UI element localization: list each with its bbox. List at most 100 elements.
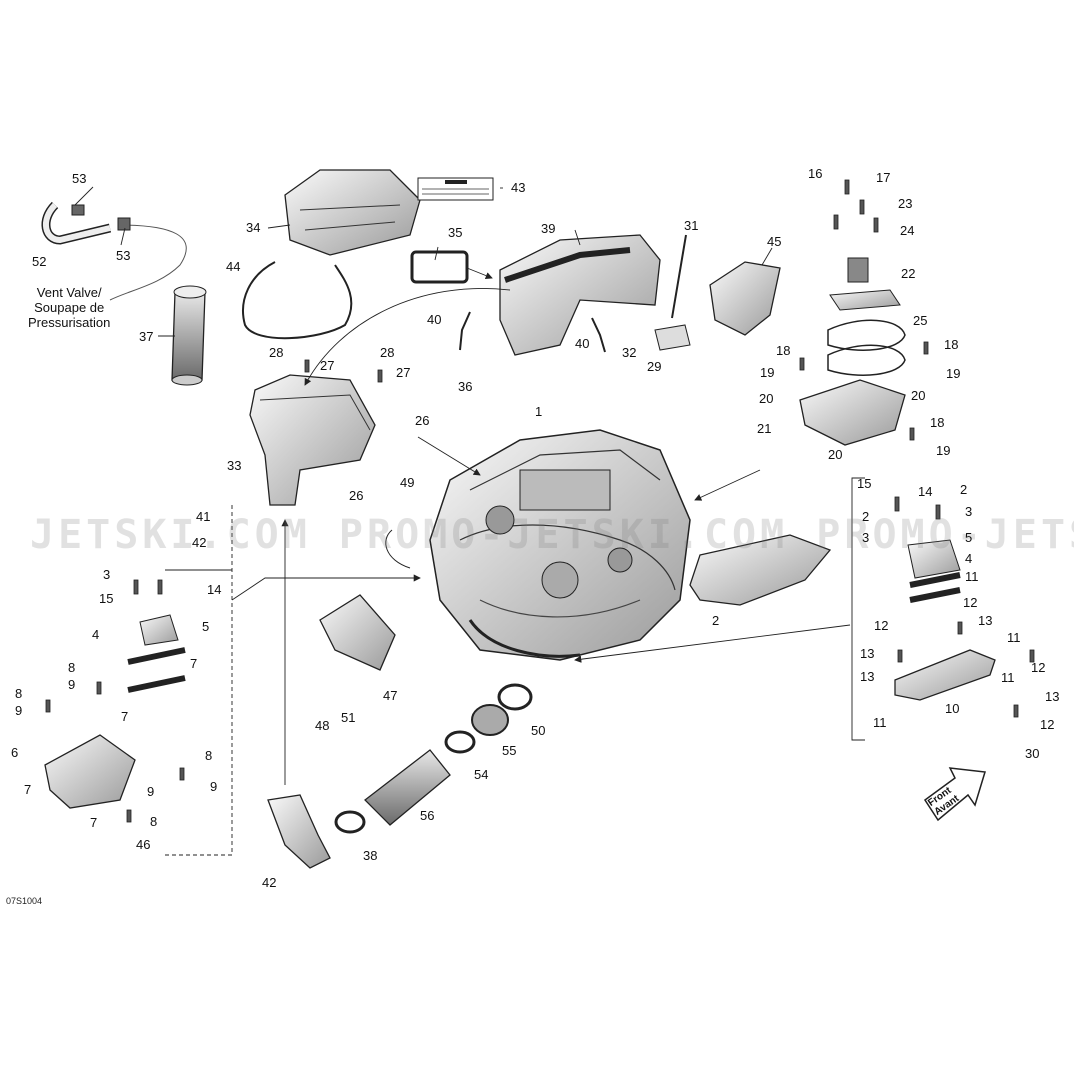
callout: 56 <box>420 808 435 823</box>
sensor-40b <box>591 317 606 353</box>
callout: 50 <box>531 723 546 738</box>
callout: 43 <box>511 180 526 195</box>
vent-hose <box>41 201 187 301</box>
callout: 12 <box>1031 660 1046 675</box>
callout: 20 <box>911 388 926 403</box>
warning-label <box>417 177 494 201</box>
callout: 28 <box>380 345 395 360</box>
callout: 2 <box>862 509 870 524</box>
front-engine-mount-right <box>894 539 996 701</box>
callout: 8 <box>68 660 76 675</box>
callout: 19 <box>936 443 951 458</box>
callout: 48 <box>315 718 330 733</box>
callout: 21 <box>757 421 772 436</box>
callout: 6 <box>11 745 19 760</box>
callout: 20 <box>828 447 843 462</box>
callout: 14 <box>207 582 222 597</box>
callout: 51 <box>341 710 356 725</box>
callout: 5 <box>965 530 973 545</box>
callout: 33 <box>227 458 242 473</box>
vent-valve-line2: Soupape de <box>34 300 105 315</box>
callout: 25 <box>913 313 928 328</box>
callout: 32 <box>622 345 637 360</box>
callout: 8 <box>150 814 158 829</box>
clamp-56 <box>334 810 366 834</box>
callout: 13 <box>1045 689 1060 704</box>
callout: 26 <box>415 413 430 428</box>
callout: 46 <box>136 837 151 852</box>
callout: 35 <box>448 225 463 240</box>
callout: 42 <box>262 875 277 890</box>
vent-valve-line3: Pressurisation <box>28 315 111 330</box>
callout: 4 <box>92 627 100 642</box>
callout: 37 <box>139 329 154 344</box>
callout: 54 <box>474 767 489 782</box>
bracket-45 <box>709 261 781 336</box>
callout: 29 <box>647 359 662 374</box>
callout: 19 <box>760 365 775 380</box>
figure-code: 07S1004 <box>6 896 43 906</box>
callout: 11 <box>873 715 887 730</box>
callout: 18 <box>776 343 791 358</box>
callout: 13 <box>978 613 993 628</box>
callout: 13 <box>860 669 875 684</box>
callout: 49 <box>400 475 415 490</box>
callout: 2 <box>712 613 720 628</box>
callout: 13 <box>860 646 875 661</box>
bracket-46 <box>319 594 396 671</box>
callout: 22 <box>901 266 916 281</box>
fasteners <box>45 179 1035 823</box>
callout: 42 <box>192 535 207 550</box>
callout: 27 <box>396 365 411 380</box>
vent-valve-note: Vent Valve/ Soupape de Pressurisation <box>28 285 110 330</box>
exhaust-elbow-38 <box>267 794 331 869</box>
callout: 12 <box>874 618 889 633</box>
callout: 9 <box>68 677 76 692</box>
sensor-40a <box>459 311 471 351</box>
callout: 17 <box>876 170 891 185</box>
muffler-cover <box>499 234 661 356</box>
callout: 12 <box>963 595 978 610</box>
callout: 30 <box>1025 746 1040 761</box>
callout: 8 <box>205 748 213 763</box>
callout: 18 <box>944 337 959 352</box>
callout: 18 <box>930 415 945 430</box>
engine-block <box>429 429 691 661</box>
callout: 47 <box>383 688 398 703</box>
callout: 53 <box>72 171 87 186</box>
callout: 39 <box>541 221 556 236</box>
air-box-gasket <box>242 261 353 340</box>
callout: 27 <box>320 358 335 373</box>
dipstick <box>671 234 687 319</box>
heat-shield-30 <box>689 534 832 606</box>
callout: 14 <box>918 484 933 499</box>
callout: 12 <box>1040 717 1055 732</box>
callout: 2 <box>960 482 968 497</box>
front-direction-arrow <box>923 767 986 822</box>
callout: 8 <box>15 686 23 701</box>
callout: 9 <box>15 703 23 718</box>
callout: 34 <box>246 220 261 235</box>
callout: 40 <box>575 336 590 351</box>
exhaust-pipe-54 <box>364 749 451 826</box>
callout: 55 <box>502 743 517 758</box>
callout: 52 <box>32 254 47 269</box>
callout: 4 <box>965 551 973 566</box>
air-box-base <box>249 374 376 506</box>
callout: 28 <box>269 345 284 360</box>
callout: 40 <box>427 312 442 327</box>
callout: 15 <box>99 591 114 606</box>
callout: 26 <box>349 488 364 503</box>
callout: 45 <box>767 234 782 249</box>
callout: 53 <box>116 248 131 263</box>
callout: 23 <box>898 196 913 211</box>
air-box-cover <box>284 169 421 256</box>
callout: 31 <box>684 218 699 233</box>
callout: 11 <box>1001 670 1015 685</box>
callout: 24 <box>900 223 915 238</box>
gasket-35 <box>410 250 469 284</box>
callout: 16 <box>808 166 823 181</box>
callout: 3 <box>103 567 111 582</box>
callout: 7 <box>24 782 32 797</box>
